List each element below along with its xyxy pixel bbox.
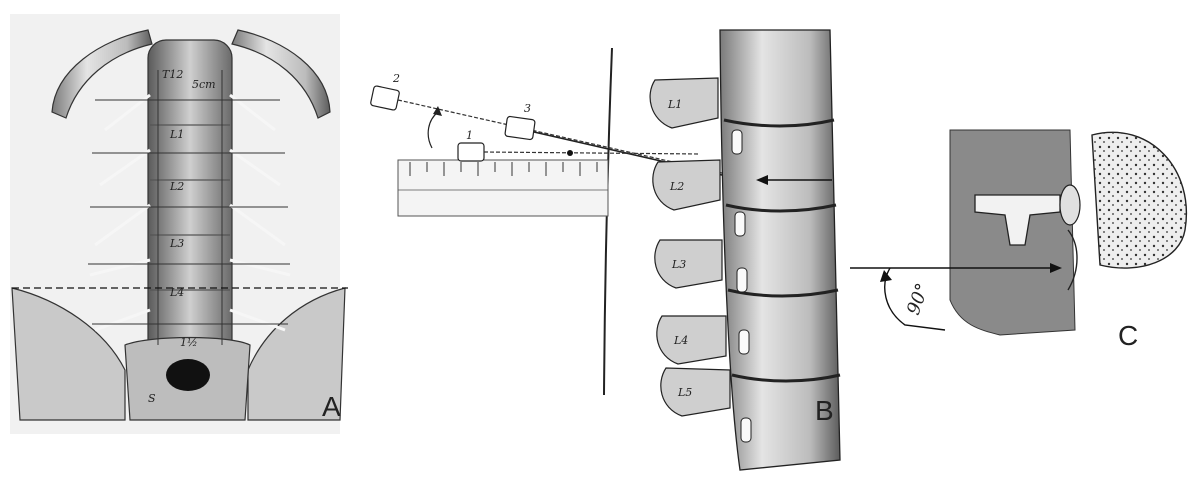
needle-number-3: 3 [524, 102, 531, 115]
label-sacrum: S [148, 392, 156, 405]
label-spacing: 1½ [180, 336, 198, 349]
label-t12: T12 [162, 68, 183, 81]
ruler [398, 160, 608, 216]
vertebra-label-l1: L1 [667, 98, 682, 111]
label-l3: L3 [169, 237, 184, 250]
panel-letter-c: C [1118, 320, 1138, 351]
label-l2: L2 [169, 180, 184, 193]
panel-b: 2 3 1 [370, 30, 840, 470]
spinous-processes [650, 78, 730, 416]
panel-letter-b: B [815, 395, 834, 426]
needle-number-2: 2 [392, 72, 400, 85]
panel-a: T12 5cm L1 L2 L3 L4 1½ S A [10, 14, 348, 434]
angle-label: 90° [903, 281, 934, 318]
facet-joint [1060, 185, 1080, 225]
needle-number-1: 1 [466, 129, 473, 142]
label-l4: L4 [169, 286, 184, 299]
panel-letter-a: A [322, 391, 341, 422]
sacral-hiatus [166, 359, 210, 391]
panel-c: 90° C [850, 130, 1186, 351]
label-5cm: 5cm [192, 78, 216, 91]
skin-line [604, 48, 612, 395]
vertebra-label-l3: L3 [671, 258, 686, 271]
label-l1: L1 [169, 128, 184, 141]
lumbar-spine [148, 40, 232, 360]
vertebra-label-l5: L5 [677, 386, 692, 399]
redirect-arrow [428, 112, 438, 148]
syringe-1 [458, 143, 700, 161]
vertebra-label-l2: L2 [669, 180, 684, 193]
vertebra-label-l4: L4 [673, 334, 688, 347]
